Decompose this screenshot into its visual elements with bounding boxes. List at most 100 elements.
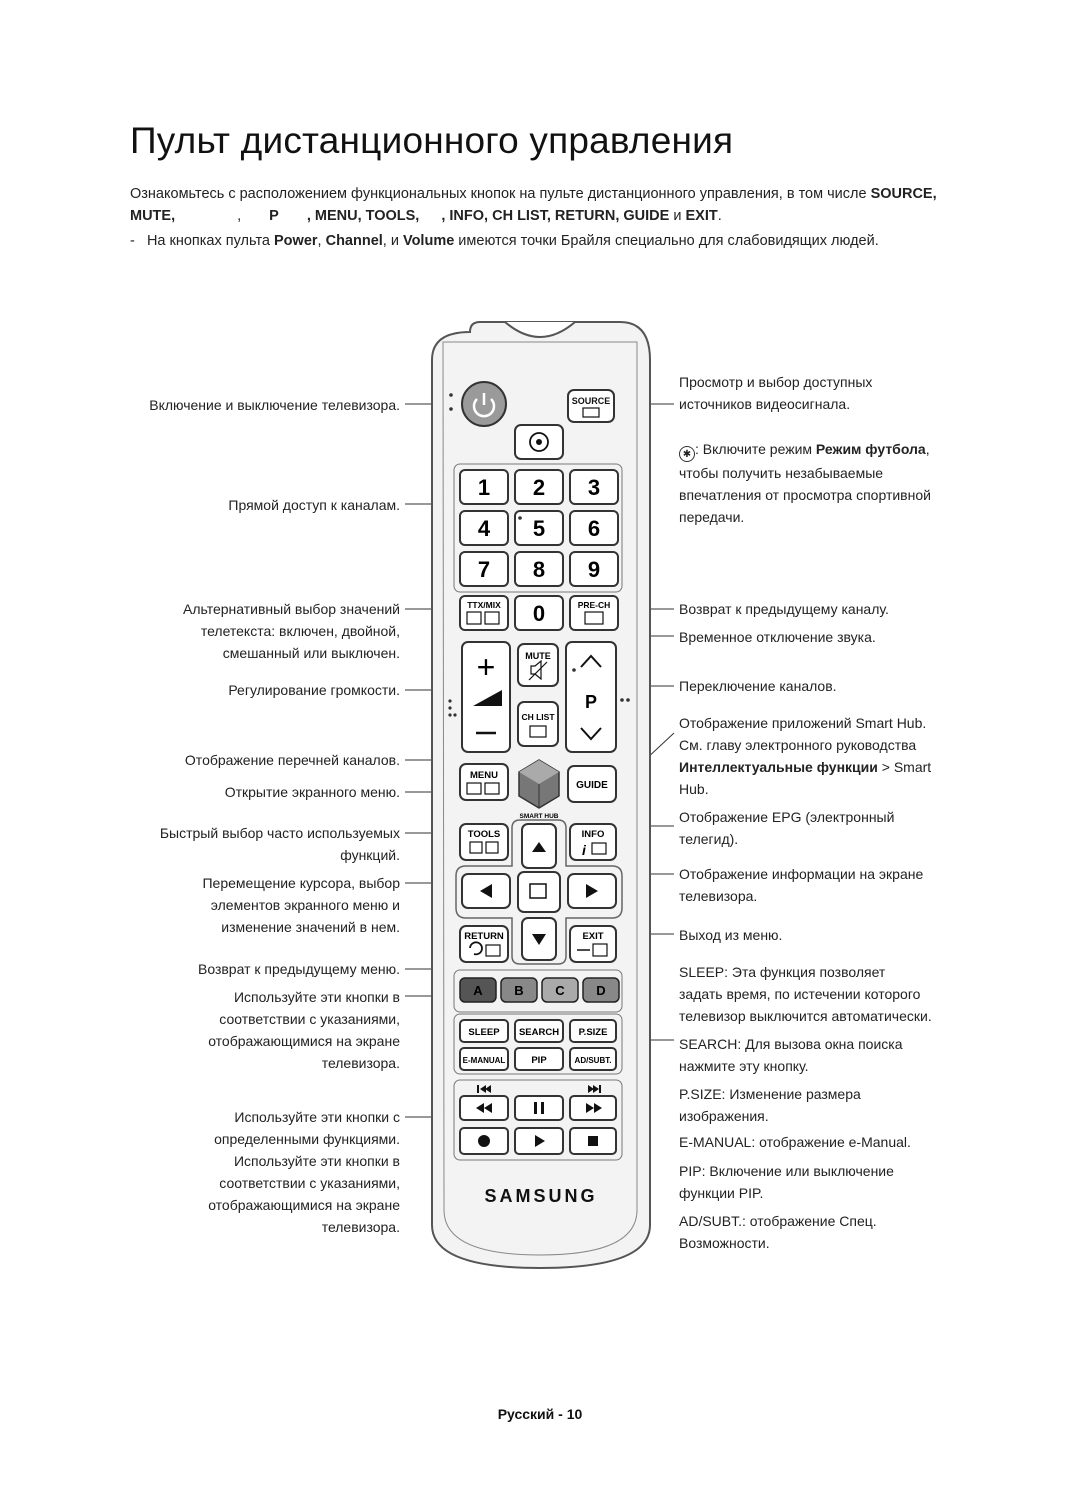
- color-b-button[interactable]: [500, 977, 538, 1003]
- digit-button-0[interactable]: [514, 595, 564, 631]
- digit-button-1[interactable]: [459, 469, 509, 505]
- label-tools-2: функций.: [340, 847, 400, 863]
- pip-label: PIP: [531, 1055, 547, 1066]
- label-ttx: Альтернативный выбор значений телетекста…: [183, 598, 400, 664]
- label-emanual-b: : отображение: [751, 1134, 849, 1150]
- source-button-label: SOURCE: [572, 396, 611, 406]
- label-adsubt-2b: .: [765, 1235, 770, 1251]
- digit-9: 9: [588, 557, 600, 582]
- pause-button[interactable]: [514, 1095, 564, 1121]
- info-button[interactable]: [569, 823, 617, 861]
- psize-button[interactable]: [569, 1019, 617, 1043]
- label-guide: Отображение EPG (электронный телегид).: [679, 806, 894, 850]
- intro-list: , MENU, TOOLS,: [306, 208, 420, 224]
- ch-list-label: CH LIST: [521, 712, 555, 722]
- adsubt-label: AD/SUBT.: [575, 1056, 612, 1065]
- enter-icon: [529, 883, 547, 899]
- digit-button-5[interactable]: [514, 510, 564, 546]
- label-adsubt-1a: AD/SUBT.: [679, 1213, 743, 1229]
- adsubt-button[interactable]: [569, 1047, 617, 1071]
- guide-button[interactable]: [567, 765, 617, 803]
- return-button[interactable]: [459, 925, 509, 963]
- menu-label: MENU: [470, 770, 498, 781]
- tools-label: TOOLS: [468, 829, 501, 840]
- mute-label: MUTE: [525, 651, 551, 661]
- braille-dot: [572, 668, 576, 672]
- intro-source: SOURCE,: [870, 186, 937, 202]
- digit-1: 1: [478, 475, 490, 500]
- digit-8: 8: [533, 557, 545, 582]
- braille-note: - На кнопках пульта Power, Channel, и Vo…: [130, 233, 960, 249]
- label-smarthub-4b: .: [704, 781, 709, 797]
- dpad-frame: [455, 819, 623, 965]
- label-adsubt: AD/SUBT.: отображение Спец. Возможности.: [679, 1210, 877, 1254]
- color-d-button[interactable]: [582, 977, 620, 1003]
- return-icon: [469, 941, 483, 956]
- volume-rocker[interactable]: [461, 641, 511, 753]
- color-keys-frame: [453, 969, 623, 1013]
- channel-rocker[interactable]: [565, 641, 617, 753]
- ttx-mix-button[interactable]: [459, 595, 509, 631]
- brand-logo: SAMSUNG: [484, 1186, 597, 1206]
- digit-button-6[interactable]: [569, 510, 619, 546]
- mix-icon: [484, 611, 500, 625]
- label-colors-2: соответствии с указаниями,: [219, 1011, 400, 1027]
- info-icon: [591, 842, 607, 855]
- color-a-button[interactable]: [459, 977, 497, 1003]
- braille-dot: [448, 713, 452, 717]
- menu-button[interactable]: [459, 763, 509, 801]
- digit-button-8[interactable]: [514, 551, 564, 587]
- intro-list2: , INFO, CH LIST, RETURN, GUIDE: [441, 208, 670, 224]
- digit-button-2[interactable]: [514, 469, 564, 505]
- braille-dot: [518, 516, 522, 520]
- label-media-3: Используйте эти кнопки в: [233, 1153, 400, 1169]
- digit-button-9[interactable]: [569, 551, 619, 587]
- sleep-button[interactable]: [459, 1019, 509, 1043]
- enter-button[interactable]: [517, 871, 561, 913]
- label-media-6: телевизора.: [321, 1219, 400, 1235]
- ch-list-button[interactable]: [517, 701, 559, 747]
- label-smarthub: Отображение приложений Smart Hub. См. гл…: [679, 712, 931, 800]
- page-footer: Русский - 10: [497, 1406, 583, 1422]
- label-sleep-1b: : Эта функция позволяет: [724, 964, 886, 980]
- digit-button-7[interactable]: [459, 551, 509, 587]
- color-c-button[interactable]: [541, 977, 579, 1003]
- digit-button-4[interactable]: [459, 510, 509, 546]
- rewind-icon: [476, 1103, 492, 1113]
- label-source: Просмотр и выбор доступных источников ви…: [679, 371, 872, 415]
- smart-hub-label: SMART HUB: [520, 813, 559, 820]
- right-arrow-icon: [586, 884, 598, 898]
- note-text-4: имеются точки Брайля специально для слаб…: [454, 233, 879, 249]
- label-media-1: Используйте эти кнопки с: [234, 1109, 400, 1125]
- digit-button-3[interactable]: [569, 469, 619, 505]
- label-emanual-a: E-MANUAL: [679, 1134, 752, 1150]
- label-power: Включение и выключение телевизора.: [149, 397, 400, 413]
- numpad: 1 2 3 4 5 6 7 8 9: [459, 469, 619, 587]
- mute-button[interactable]: [517, 643, 559, 687]
- page-title: Пульт дистанционного управления: [130, 120, 734, 161]
- label-colors: Используйте эти кнопки в соответствии с …: [208, 986, 400, 1074]
- emanual-button[interactable]: [459, 1047, 509, 1071]
- teletext-icon: [466, 611, 482, 625]
- label-cursor-3: изменение значений в нем.: [221, 919, 400, 935]
- label-smarthub-4a: Hub: [679, 781, 705, 797]
- media-keys-frame: [453, 1079, 623, 1161]
- label-search-1b: : Для вызова окна поиска: [737, 1036, 903, 1052]
- tools-icon: [469, 841, 483, 854]
- label-adsubt-2a: Возможности: [679, 1235, 766, 1251]
- info-i-icon: i: [582, 842, 587, 858]
- label-colors-1: Используйте эти кнопки в: [233, 989, 400, 1005]
- source-button[interactable]: [567, 389, 615, 423]
- tools-button[interactable]: [459, 823, 509, 861]
- label-search-2: нажмите эту кнопку.: [679, 1058, 809, 1074]
- smart-hub-button[interactable]: [518, 759, 560, 809]
- search-label: SEARCH: [519, 1027, 559, 1038]
- label-psize-1a: P.SIZE: [679, 1086, 722, 1102]
- digit-7: 7: [478, 557, 490, 582]
- pre-ch-button[interactable]: [569, 595, 619, 631]
- label-guide-1c: (электронный: [801, 809, 895, 825]
- label-pip-2b: PIP: [738, 1185, 760, 1201]
- search-button[interactable]: [514, 1019, 564, 1043]
- pip-button[interactable]: [514, 1047, 564, 1071]
- label-prech: Возврат к предыдущему каналу.: [679, 601, 889, 617]
